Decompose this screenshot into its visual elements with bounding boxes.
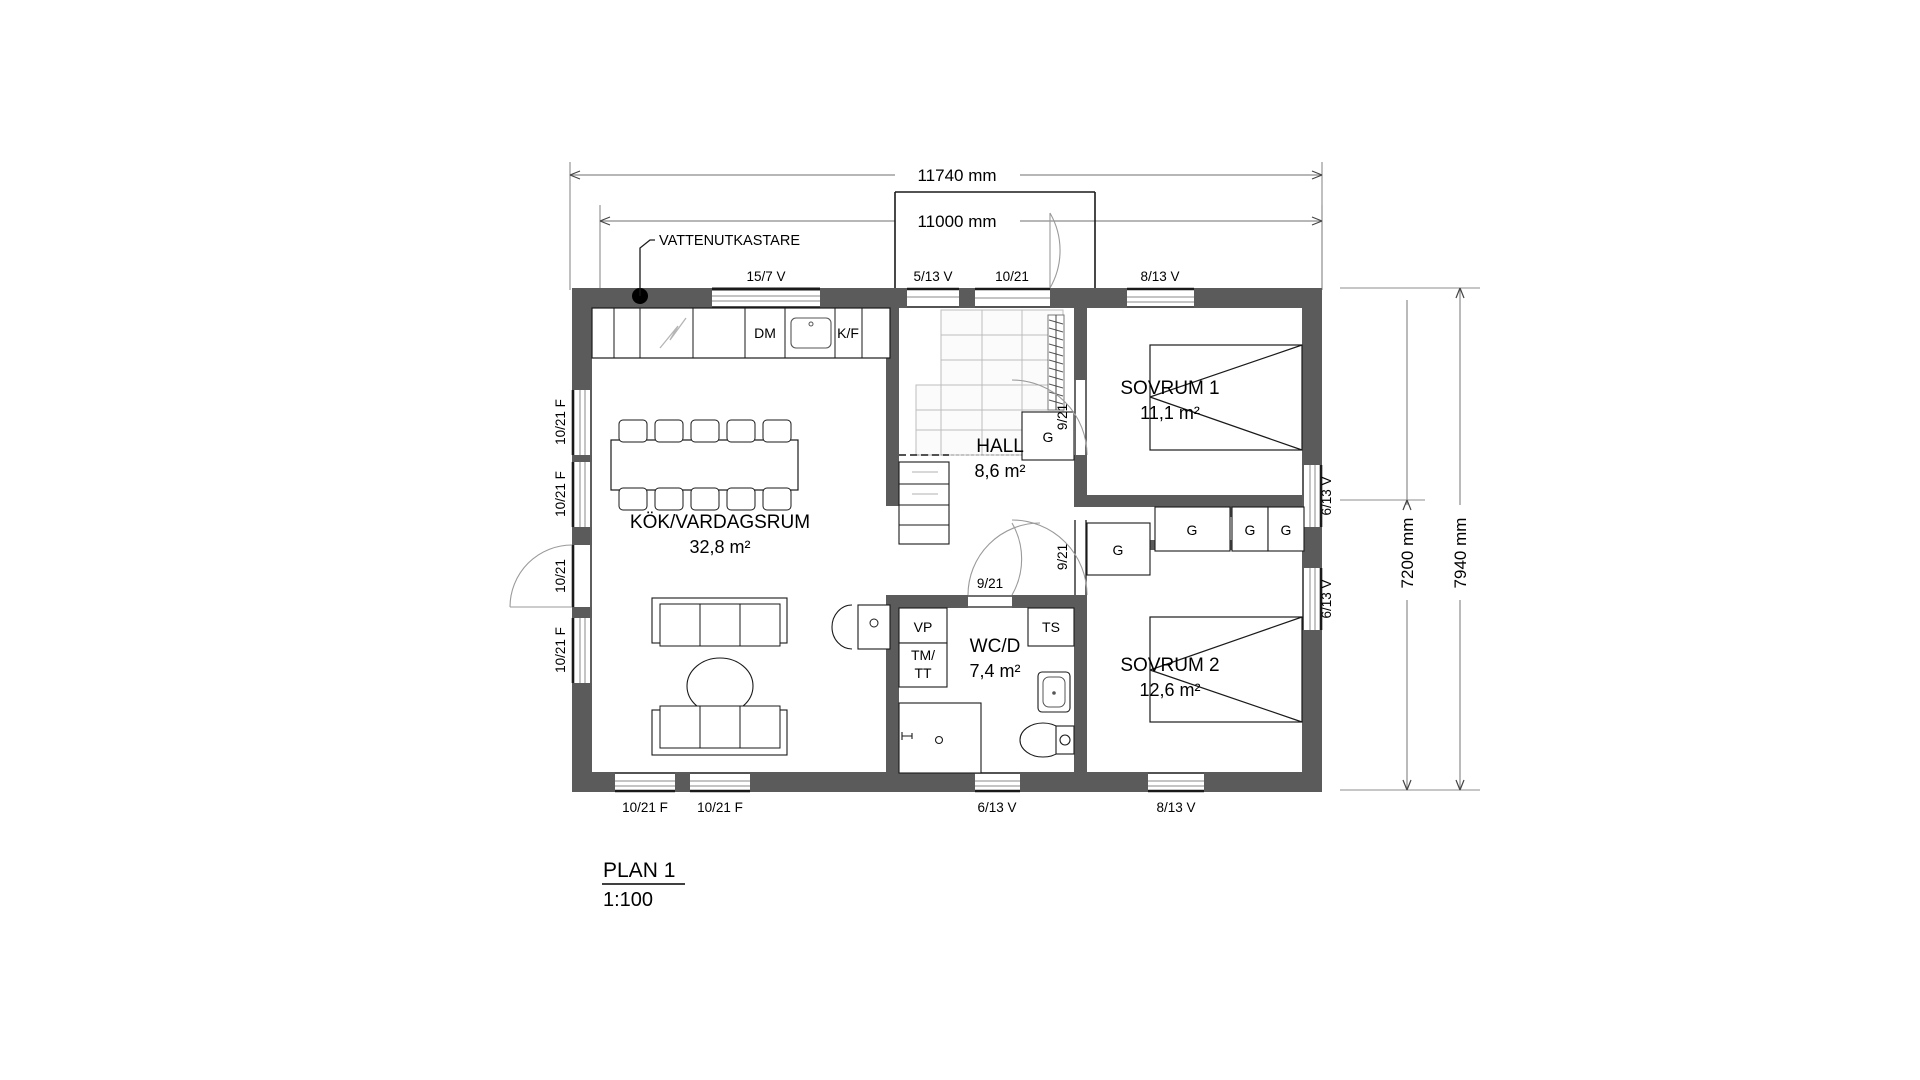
opening-left-4: 10/21 F	[553, 618, 592, 683]
dimension-right-inner: 7200 mm	[1398, 518, 1417, 589]
shower-area	[898, 702, 982, 774]
opening-bottom-4: 8/13 V	[1148, 772, 1204, 815]
room-name-sovrum-2: SOVRUM 2	[1120, 655, 1219, 676]
window-label-top-1: 15/7 V	[746, 269, 785, 284]
opening-right-1: 6/13 V	[1302, 465, 1334, 527]
opening-left-2: 10/21 F	[553, 462, 592, 527]
door-label-top-entrance: 10/21	[995, 269, 1029, 284]
room-name-sovrum-1: SOVRUM 1	[1120, 378, 1219, 399]
armchair	[831, 604, 891, 650]
window-label-bottom-4: 8/13 V	[1156, 800, 1195, 815]
bed-sovrum-2	[1149, 616, 1303, 723]
room-area-wc: 7,4 m²	[969, 661, 1020, 681]
title-block: PLAN 1 1:100	[602, 859, 685, 911]
hall-shoe-cabinet	[898, 461, 950, 545]
interior-door-wc: 9/21	[967, 522, 1041, 608]
hall-closet: G	[1021, 411, 1075, 461]
appliance-label-heatpump: VP	[914, 619, 933, 635]
appliance-label-fridge-freezer: K/F	[837, 325, 859, 341]
right-dimension-group: 7200 mm 7940 mm	[1340, 287, 1480, 791]
annotation-label-vattenutkastare: VATTENUTKASTARE	[659, 233, 800, 249]
opening-right-2: 6/13 V	[1302, 568, 1334, 630]
opening-top-3-entrance-door: 10/21	[975, 212, 1061, 308]
dining-chairs-top	[618, 419, 792, 443]
room-name-wc: WC/D	[970, 636, 1021, 657]
room-area-hall: 8,6 m²	[974, 461, 1025, 481]
room-area-kok-vardagsrum: 32,8 m²	[689, 537, 750, 557]
appliance-label-washer-line2: TT	[914, 665, 932, 681]
room-name-kok-vardagsrum: KÖK/VARDAGSRUM	[630, 512, 810, 533]
room-area-sovrum-2: 12,6 m²	[1139, 680, 1200, 700]
dimension-top-outer: 11740 mm	[917, 166, 996, 185]
window-label-top-2: 5/13 V	[913, 269, 952, 284]
window-label-right-2: 6/13 V	[1319, 579, 1334, 618]
dimension-top-inner: 11000 mm	[917, 212, 996, 231]
wc-fixtures: VP TM/ TT TS	[898, 607, 1075, 774]
window-label-left-1: 10/21 F	[553, 399, 568, 445]
dining-table-group	[610, 419, 799, 511]
closet-label-bed-1: G	[1187, 522, 1198, 538]
door-label-wc: 9/21	[977, 576, 1003, 591]
window-label-right-1: 6/13 V	[1319, 476, 1334, 515]
window-label-bottom-2: 10/21 F	[697, 800, 743, 815]
room-label-hall: HALL 8,6 m²	[974, 436, 1025, 481]
bedroom-closets: G G G G	[1086, 506, 1305, 576]
vattenutkastare-annotation: VATTENUTKASTARE	[632, 233, 800, 304]
room-name-hall: HALL	[976, 436, 1024, 457]
window-label-bottom-1: 10/21 F	[622, 800, 668, 815]
opening-bottom-1: 10/21 F	[615, 772, 675, 815]
drawing-scale: 1:100	[603, 889, 653, 911]
interior-door-hall-sovrum2: 9/21	[1011, 519, 1088, 596]
door-label-sovrum1: 9/21	[1055, 404, 1070, 430]
floor-drain-icon	[934, 735, 944, 745]
shower-mixer-icon	[901, 732, 913, 740]
opening-top-1: 15/7 V	[712, 269, 820, 308]
opening-top-4: 8/13 V	[1127, 269, 1194, 308]
drawing-title: PLAN 1	[603, 859, 675, 882]
dining-chairs-bottom	[618, 487, 792, 511]
window-label-bottom-3: 6/13 V	[977, 800, 1016, 815]
appliance-label-washer-line1: TM/	[911, 647, 935, 663]
closet-label-bed-2: G	[1245, 522, 1256, 538]
opening-bottom-2: 10/21 F	[690, 772, 750, 815]
closet-label-hall-side: G	[1113, 542, 1124, 558]
closet-label-bed-3: G	[1281, 522, 1292, 538]
room-area-sovrum-1: 11,1 m²	[1140, 403, 1200, 423]
appliance-label-ts: TS	[1042, 619, 1060, 635]
opening-left-1: 10/21 F	[553, 390, 592, 455]
window-label-top-4: 8/13 V	[1140, 269, 1179, 284]
window-label-left-2: 10/21 F	[553, 471, 568, 517]
kitchen-counter: DM K/F	[591, 307, 891, 359]
dimension-right-outer: 7940 mm	[1451, 518, 1470, 589]
bed-sovrum-1	[1149, 344, 1303, 451]
dining-table	[610, 439, 799, 491]
appliance-label-dishwasher: DM	[754, 325, 776, 341]
room-label-kitchen-livingroom: KÖK/VARDAGSRUM 32,8 m²	[630, 512, 810, 557]
door-label-left-3: 10/21	[553, 559, 568, 593]
closet-label-hall: G	[1043, 429, 1054, 445]
window-label-left-4: 10/21 F	[553, 627, 568, 673]
room-label-wc: WC/D 7,4 m²	[969, 636, 1020, 681]
room-label-sovrum-2: SOVRUM 2 12,6 m²	[1120, 655, 1219, 700]
room-label-sovrum-1: SOVRUM 1 11,1 m²	[1120, 378, 1219, 423]
top-dimension-group: 11740 mm 11000 mm	[569, 162, 1323, 290]
door-label-sovrum2: 9/21	[1055, 544, 1070, 570]
interior-door-hall-sovrum1: 9/21	[1011, 379, 1088, 456]
entrance-porch-outline	[894, 191, 1096, 290]
opening-top-2: 5/13 V	[907, 269, 959, 308]
opening-left-3-door: 10/21	[509, 544, 592, 608]
sofa-group	[651, 597, 788, 756]
opening-bottom-3: 6/13 V	[975, 772, 1020, 815]
